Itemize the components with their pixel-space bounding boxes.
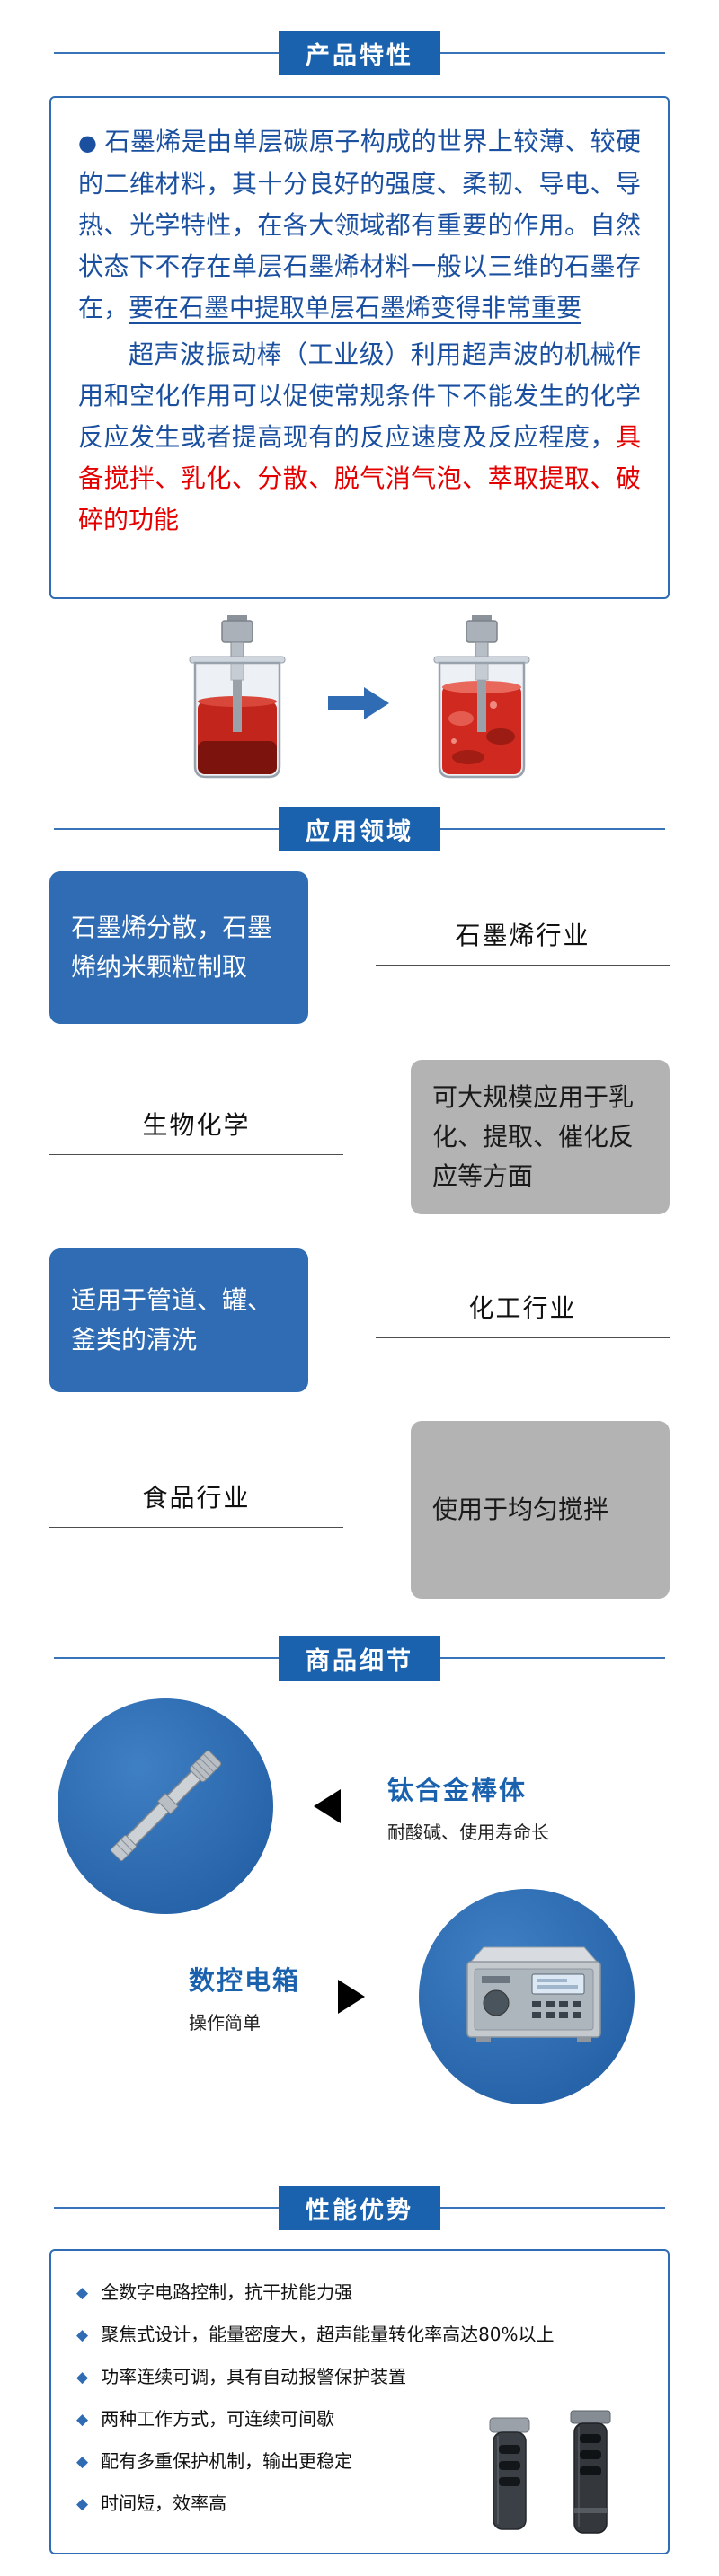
application-label: 食品行业 xyxy=(142,1482,251,1513)
performance-bullet: 全数字电路控制，抗干扰能力强 xyxy=(76,2272,643,2315)
detail-desc: 耐酸碱、使用寿命长 xyxy=(387,1821,549,1843)
detail-desc: 操作简单 xyxy=(189,2011,261,2033)
header-line xyxy=(54,2207,279,2209)
header-line xyxy=(54,52,279,54)
section-title-features: 产品特性 xyxy=(279,31,440,75)
section-header-performance: 性能优势 xyxy=(54,2185,665,2230)
application-label-underline: 食品行业 xyxy=(49,1478,343,1528)
feature-paragraph-2: 超声波振动棒（工业级）利用超声波的机械作用和空化作用可以促使常规条件下不能发生的… xyxy=(78,334,641,541)
before-after-image xyxy=(0,615,719,790)
application-label-underline: 石墨烯行业 xyxy=(376,916,670,966)
detail-item-titanium-rod: 钛合金棒体 耐酸碱、使用寿命长 xyxy=(0,1698,719,1914)
application-panel: 使用于均匀搅拌 xyxy=(411,1421,670,1599)
feature-paragraph-1: 石墨烯是由单层碳原子构成的世界上较薄、较硬的二维材料，其十分良好的强度、柔韧、导… xyxy=(78,121,641,329)
application-label: 化工行业 xyxy=(468,1292,577,1323)
performance-bullet: 配有多重保护机制，输出更稳定 xyxy=(76,2441,643,2483)
detail-name: 钛合金棒体 xyxy=(387,1774,528,1805)
header-line xyxy=(440,2207,665,2209)
detail-item-control-box: 数控电箱 操作简单 xyxy=(0,1889,719,2104)
application-row-food: 食品行业 使用于均匀搅拌 xyxy=(49,1421,670,1599)
right-arrow-icon xyxy=(328,686,389,719)
application-panel: 可大规模应用于乳化、提取、催化反应等方面 xyxy=(411,1060,670,1214)
feature-text-red: 具备搅拌、乳化、分散、脱气消气泡、萃取提取、破碎的功能 xyxy=(78,422,641,534)
section-title-details: 商品细节 xyxy=(279,1636,440,1681)
beaker-before-image xyxy=(189,615,286,779)
detail-name: 数控电箱 xyxy=(189,1964,301,1996)
titanium-rod-graphic xyxy=(110,1750,222,1862)
application-panel: 石墨烯分散，石墨烯纳米颗粒制取 xyxy=(49,871,308,1024)
performance-bullet-list: 全数字电路控制，抗干扰能力强 聚焦式设计，能量密度大，超声能量转化率高达80%以… xyxy=(76,2272,643,2526)
performance-bullet: 时间短，效率高 xyxy=(76,2483,643,2526)
feature-text-lead: 石墨烯是由单层碳原子构成的世界上较薄、较硬的二维材料，其十分良好的强度、柔韧、导… xyxy=(78,127,641,322)
header-line xyxy=(440,828,665,830)
section-header-features: 产品特性 xyxy=(54,31,665,75)
application-row-biochemistry: 生物化学 可大规模应用于乳化、提取、催化反应等方面 xyxy=(49,1060,670,1214)
application-label: 石墨烯行业 xyxy=(455,920,590,950)
section-title-performance: 性能优势 xyxy=(279,2185,440,2230)
detail-text-block: 钛合金棒体 耐酸碱、使用寿命长 xyxy=(387,1769,549,1844)
feature-text-box: 石墨烯是由单层碳原子构成的世界上较薄、较硬的二维材料，其十分良好的强度、柔韧、导… xyxy=(49,96,670,599)
performance-bullet: 功率连续可调，具有自动报警保护装置 xyxy=(76,2357,643,2399)
performance-bullet: 聚焦式设计，能量密度大，超声能量转化率高达80%以上 xyxy=(76,2315,643,2357)
application-label-underline: 生物化学 xyxy=(49,1106,343,1155)
application-row-chemical: 适用于管道、罐、釜类的清洗 化工行业 xyxy=(49,1248,670,1392)
detail-text-block: 数控电箱 操作简单 xyxy=(189,1960,300,2034)
feature-text-lead-2: 超声波振动棒（工业级）利用超声波的机械作用和空化作用可以促使常规条件下不能发生的… xyxy=(78,340,641,452)
header-line xyxy=(440,1657,665,1659)
application-row-graphene: 石墨烯分散，石墨烯纳米颗粒制取 石墨烯行业 xyxy=(49,871,670,1024)
left-triangle-icon xyxy=(314,1789,341,1823)
header-line xyxy=(54,1657,279,1659)
control-box-graphic xyxy=(466,1946,601,2042)
header-line xyxy=(440,52,665,54)
section-header-details: 商品细节 xyxy=(54,1636,665,1681)
application-panel: 适用于管道、罐、釜类的清洗 xyxy=(49,1248,308,1392)
feature-text-underlined: 要在石墨中提取单层石墨烯变得非常重要 xyxy=(129,293,582,322)
header-line xyxy=(54,828,279,830)
beaker-after-image xyxy=(433,615,530,779)
control-box-image xyxy=(419,1889,635,2104)
application-label-underline: 化工行业 xyxy=(376,1289,670,1338)
application-label: 生物化学 xyxy=(142,1109,251,1140)
performance-list-box: 全数字电路控制，抗干扰能力强 聚焦式设计，能量密度大，超声能量转化率高达80%以… xyxy=(49,2249,670,2554)
section-title-applications: 应用领域 xyxy=(279,807,440,851)
section-header-applications: 应用领域 xyxy=(54,807,665,851)
titanium-rod-image xyxy=(58,1698,273,1914)
right-triangle-icon xyxy=(338,1980,366,2014)
performance-bullet: 两种工作方式，可连续可间歇 xyxy=(76,2399,643,2441)
probe-rods-image xyxy=(489,2410,611,2534)
